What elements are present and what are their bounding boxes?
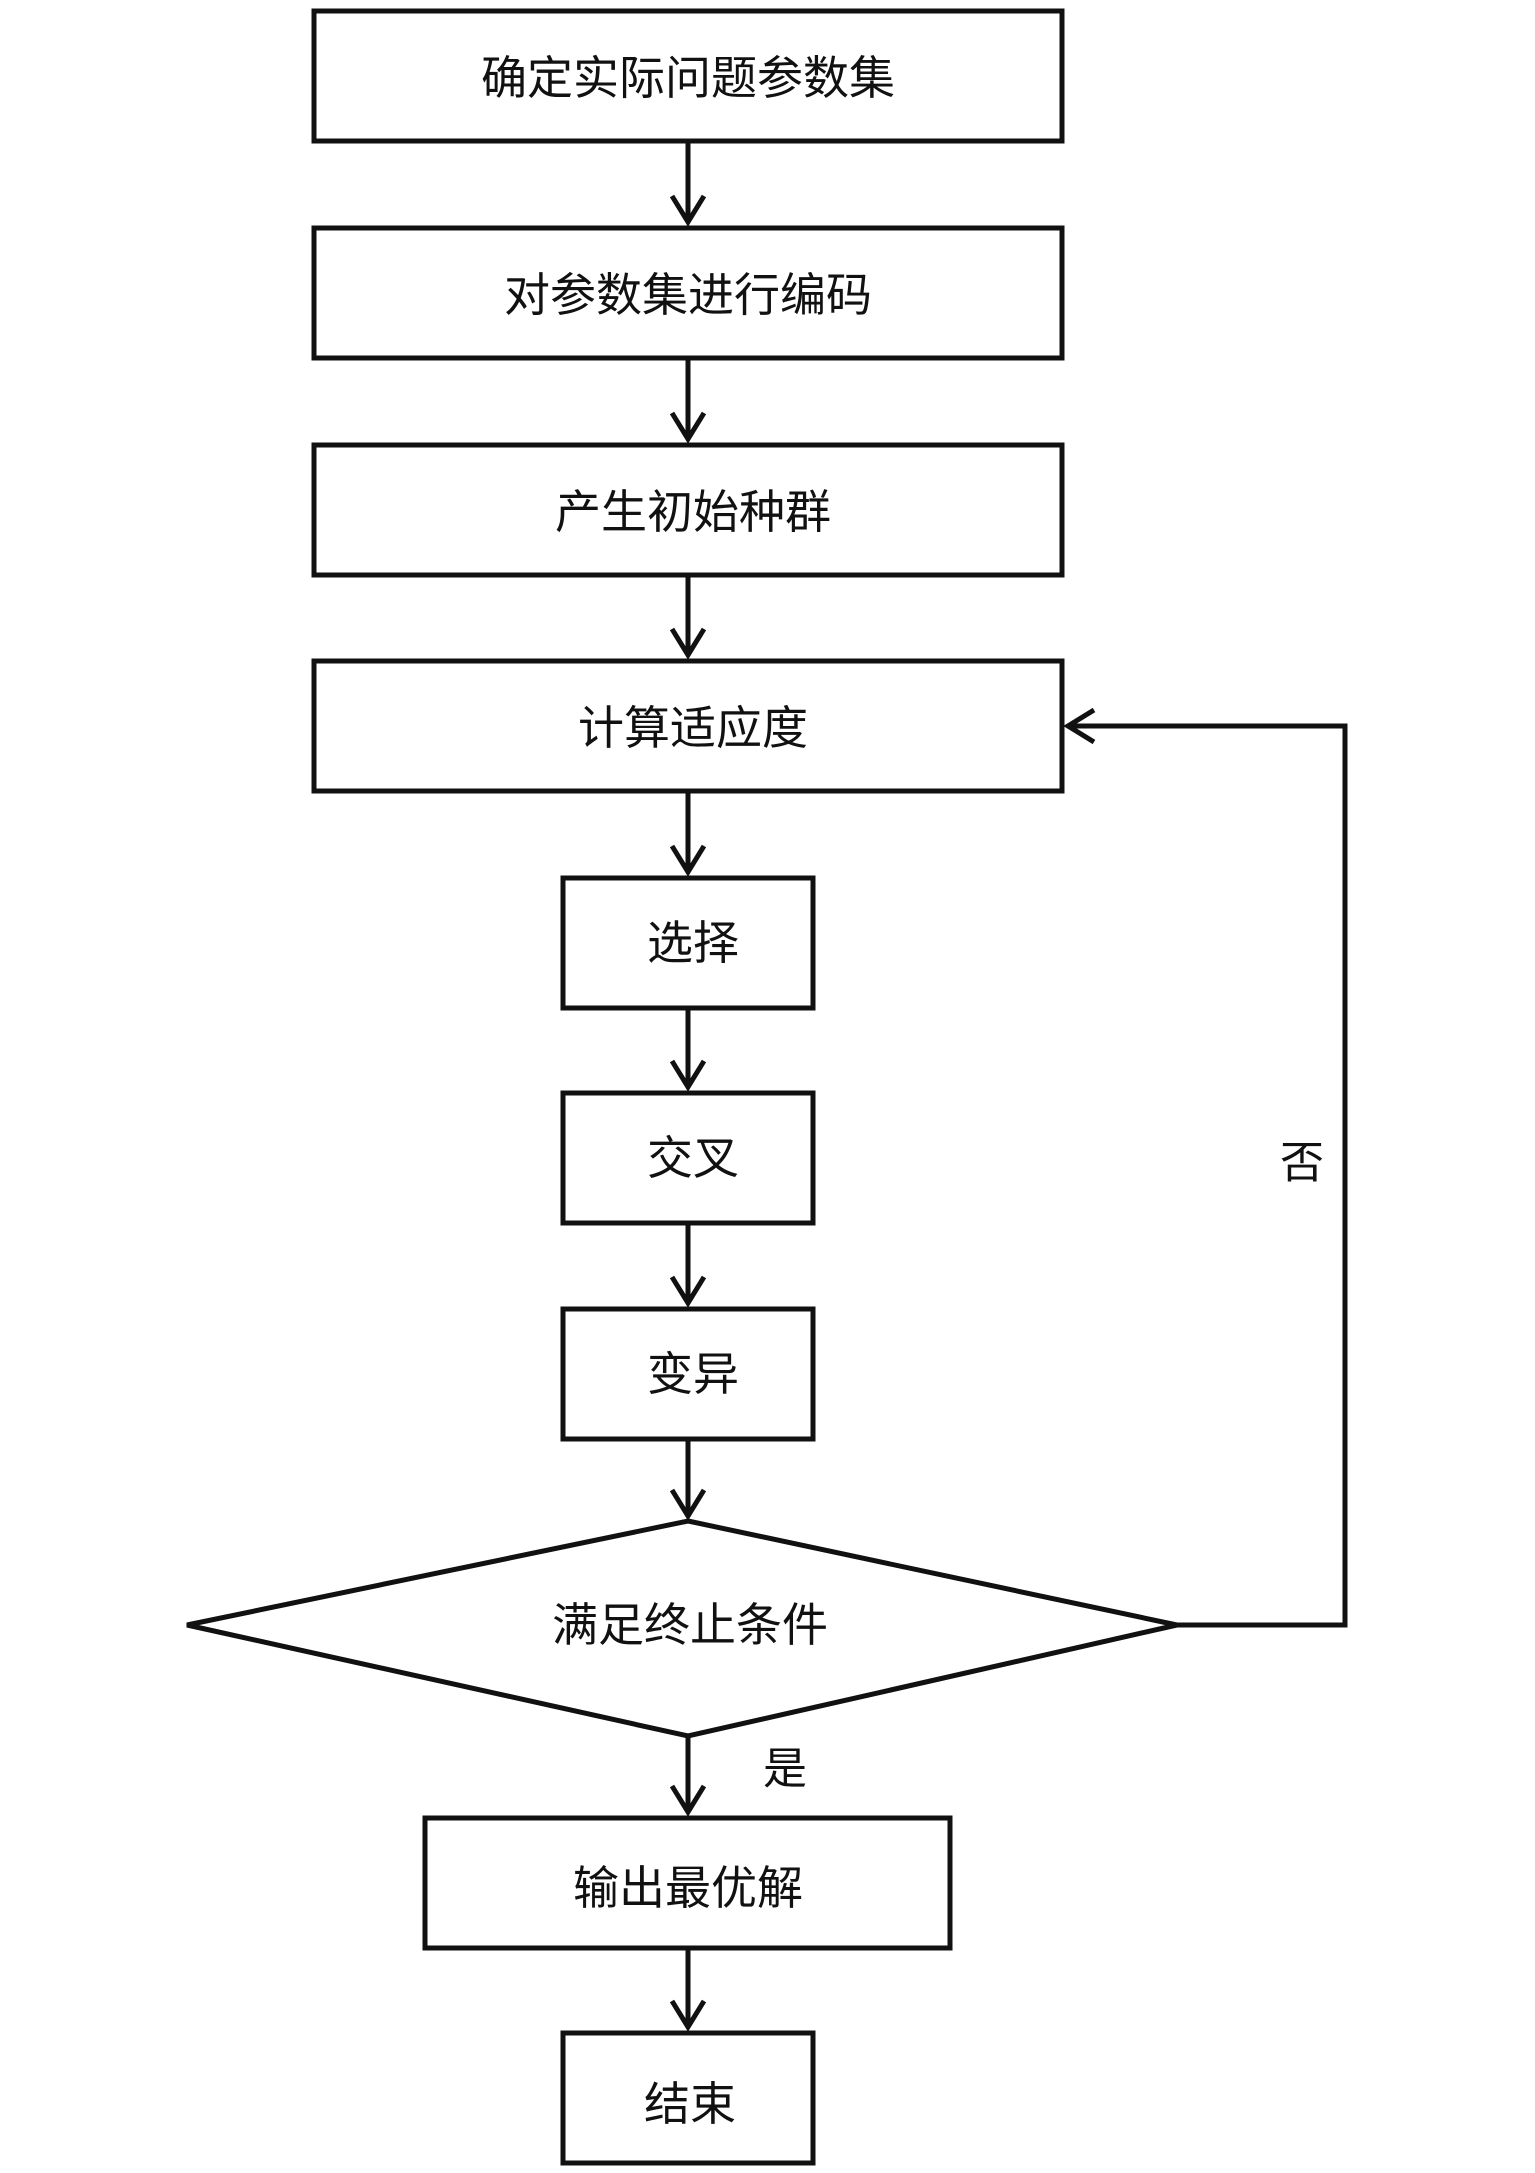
init-population-label: 产生初始种群 [555,485,831,539]
encode-label: 对参数集进行编码 [504,268,872,322]
mutation-label: 变异 [647,1347,739,1401]
connector-encode-to-init [669,358,707,444]
branch-yes-label: 是 [763,1744,807,1795]
connector-define-to-encode [669,141,707,227]
connector-mutation-to-decision [669,1439,707,1521]
crossover-box [560,1090,816,1226]
termination-check-label: 满足终止条件 [552,1598,828,1652]
output-label: 输出最优解 [573,1861,803,1915]
end-label: 结束 [644,2077,736,2131]
fitness-box [311,658,1065,794]
connector-crossover-to-mutation [669,1223,707,1308]
connector-init-to-fitness [669,575,707,660]
connector-decision-loop-back [1063,707,1348,1628]
connector-decision-to-output [669,1736,707,1817]
connector-fitness-to-selection [669,791,707,877]
encode-box [311,225,1065,361]
end-box [560,2030,816,2166]
define-params-label: 确定实际问题参数集 [481,51,895,105]
selection-label: 选择 [647,916,739,970]
define-params-box [311,8,1065,144]
crossover-label: 交叉 [647,1131,739,1185]
connector-selection-to-crossover [669,1008,707,1092]
fitness-label: 计算适应度 [578,701,808,755]
connector-output-to-end [669,1948,707,2032]
branch-no-label: 否 [1280,1138,1324,1189]
